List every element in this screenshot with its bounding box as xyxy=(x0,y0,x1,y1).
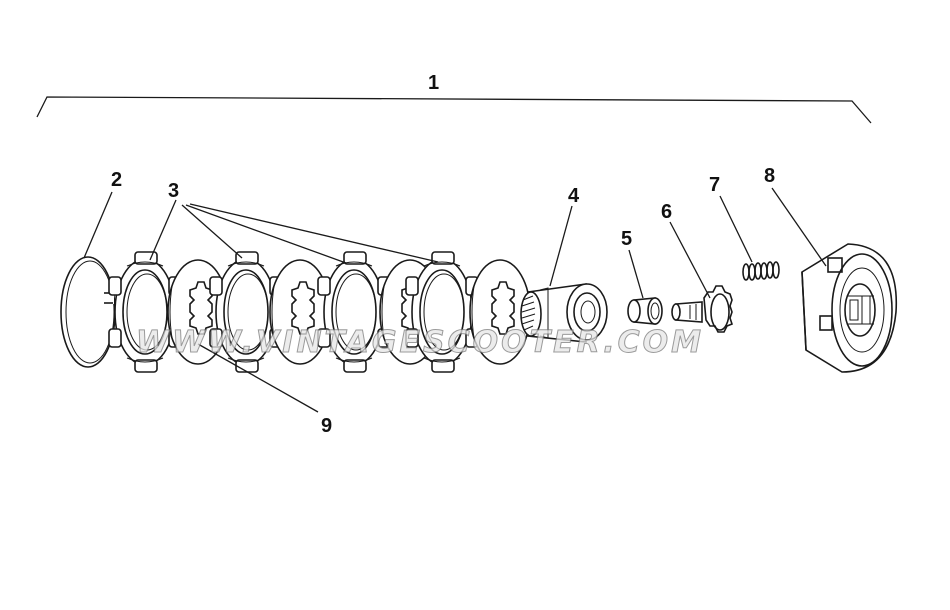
callout-label-6: 6 xyxy=(661,201,672,223)
callout-label-8: 8 xyxy=(764,165,775,187)
callout-label-4: 4 xyxy=(568,185,580,207)
callout-label-1: 1 xyxy=(428,72,439,94)
assembly-bracket xyxy=(36,96,872,124)
callout-label-7: 7 xyxy=(709,174,720,196)
spring-part xyxy=(742,261,780,281)
circlip-part xyxy=(60,256,116,368)
callout-label-5: 5 xyxy=(621,228,632,250)
clutch-hub-part xyxy=(520,283,608,343)
leader-lines xyxy=(83,187,827,413)
gear-part xyxy=(671,285,733,333)
callout-label-2: 2 xyxy=(111,169,122,191)
callout-label-3: 3 xyxy=(168,180,179,202)
watermark-text: WWW.VINTAGESCOOTER.COM xyxy=(136,325,704,360)
callout-label-9: 9 xyxy=(321,415,332,437)
bush-part xyxy=(627,297,663,325)
clutch-housing-part xyxy=(801,243,898,373)
